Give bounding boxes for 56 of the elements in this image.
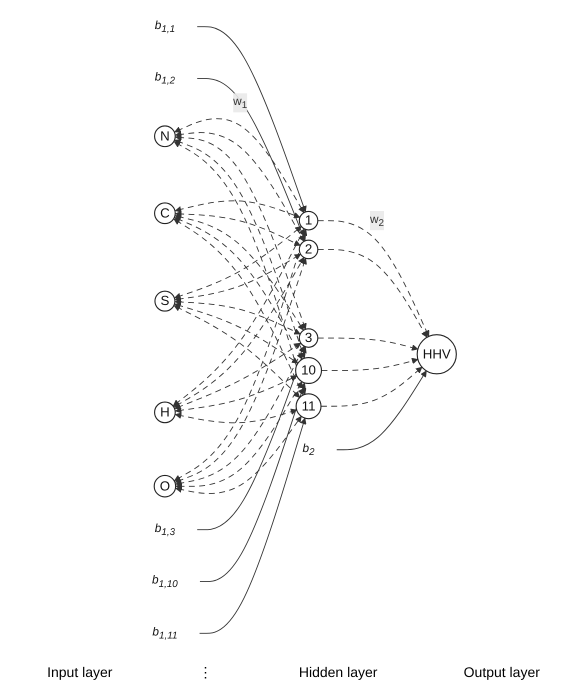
node-circle [295, 357, 322, 384]
arrow [174, 139, 306, 359]
arrow [320, 366, 423, 407]
arrow [176, 210, 301, 246]
arrow [176, 416, 302, 494]
arrow [174, 342, 302, 410]
edge-label: w$_{1}$ [234, 95, 248, 110]
arrow [174, 257, 305, 408]
arrow [175, 200, 301, 218]
arrow [175, 298, 301, 334]
layer-label: ⋮ [198, 664, 213, 680]
node-text: b$_{1,11}$ [152, 626, 178, 641]
node-text: b$_{1,2}$ [155, 70, 176, 86]
arrow [174, 216, 303, 360]
node-circle [154, 401, 176, 424]
arrow [175, 408, 298, 424]
node-circle [154, 202, 176, 224]
layer-label: Hidden layer [298, 664, 378, 680]
layer-label: Output layer [464, 664, 540, 680]
node-circle [154, 125, 176, 148]
arrow [321, 358, 419, 371]
node-circle [299, 240, 319, 260]
arrow [176, 131, 305, 242]
arrow [336, 370, 428, 450]
node-circle [417, 334, 458, 374]
node-circle [154, 290, 176, 312]
arrow [200, 418, 307, 634]
node-circle [299, 328, 319, 348]
arrow [174, 302, 299, 364]
arrow [174, 141, 307, 395]
arrow [197, 26, 307, 212]
arrow [318, 220, 430, 337]
node-text: b$_{2}$ [302, 442, 315, 458]
arrow [175, 254, 302, 302]
node-circle [296, 393, 322, 420]
node-circle [154, 474, 177, 498]
arrow [175, 214, 304, 331]
layer-label: Input layer [47, 664, 112, 680]
arrow [176, 376, 298, 414]
arrow [174, 305, 300, 398]
network-diagram: w$_{1}$ w$_{2}$ N C S H O 1 2 3 10 11 HHV b$_{1,1}$ b$_{1,2}$ b$_{1,3}$ b$_{1,10}$ b$_{1,11}$ b$_{2}$ [124, 0, 463, 660]
arrow [174, 226, 302, 300]
arrow [200, 382, 306, 582]
arrow [318, 338, 419, 351]
arrow [176, 346, 306, 486]
arrow [176, 381, 303, 490]
edge-label: w$_{2}$ [370, 213, 384, 228]
arrow [176, 134, 308, 330]
node-text: b$_{1,10}$ [152, 574, 178, 589]
node-circle [299, 210, 319, 230]
node-text: b$_{1,1}$ [155, 19, 176, 34]
arrow [197, 346, 307, 530]
arrow [318, 249, 428, 338]
arrow [174, 118, 305, 213]
arrow [197, 78, 306, 242]
node-text: b$_{1,3}$ [155, 522, 176, 538]
